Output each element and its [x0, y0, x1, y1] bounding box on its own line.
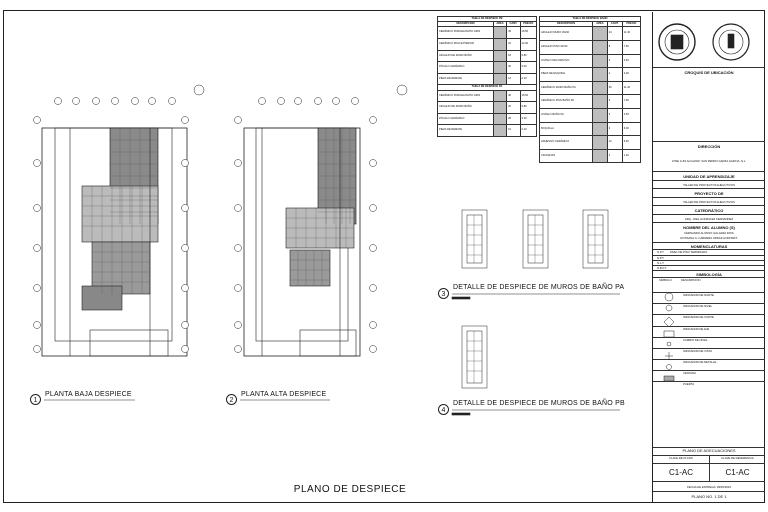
col-header: DESCRIPCIÓN [538, 21, 594, 28]
plan-planta-alta [243, 127, 361, 357]
plan-1-axis-bubbles [33, 84, 205, 353]
catedratico-heading: CATEDRÁTICO [653, 205, 765, 214]
simbolo-item: INDICADOR DE CORTE [653, 314, 765, 326]
view-label-detalle-pb: DETALLE DE DESPIECE DE MUROS DE BAÑO PB [453, 400, 625, 407]
col-header: CANT. [506, 21, 521, 28]
plan-1-grid [82, 128, 158, 294]
simbolo-item: INDICADOR DE NORTE [653, 292, 765, 303]
direccion-text: JOSE LUIS ALCAZAR, SAN PEDRO GARZA GARCI… [671, 159, 747, 163]
catedratico-text: ARQ. JOEL GONZALEZ FERNANDEZ [653, 214, 765, 222]
plano-numero: PLANO NO. 1 DE 1 [653, 491, 765, 501]
view-number-4: 4 [438, 404, 449, 415]
view-number-2: 2 [226, 394, 237, 405]
alumno-text: FERNANDO ALONSO GALARZA RIOS [684, 231, 734, 235]
simbologia-cols: SÍMBOLO DESCRIPCIÓN [653, 277, 765, 283]
view-label-planta-alta: PLANTA ALTA DESPIECE [241, 391, 327, 398]
plan-2-axis-bubbles [234, 84, 408, 353]
nomenclaturas-cols: N.P.T. NIVEL DE PISO TERMINADO [653, 249, 765, 255]
simbolo-item: PUERTA [653, 381, 765, 447]
plan-2-grid [286, 128, 356, 286]
university-logo [658, 23, 696, 61]
proyecto-heading: PROYECTO DE [653, 188, 765, 197]
croquis-heading: CROQUIS DE UBICACIÓN [653, 67, 765, 141]
clave-plano-heading: CLAVE DE PLANO [653, 455, 709, 463]
title-underlines [44, 293, 620, 416]
nomen-item: N.L.T. [653, 260, 765, 265]
col-header: PRECIO [519, 21, 538, 28]
fecha-entrega: FECHA DE ENTREGA: 09/05/2023 [653, 481, 765, 491]
title-block: CROQUIS DE UBICACIÓN DIRECCIÓN JOSE LUIS… [652, 12, 765, 502]
unidad-heading: UNIDAD DE APRENDIZAJE [653, 171, 765, 180]
plano-adecuaciones-heading: PLANO DE ADECUACIONES [653, 447, 765, 455]
simbolo-item: INDICADOR DE VISTA [653, 348, 765, 359]
nomen-item: N.P.T. [653, 255, 765, 260]
simbolo-item: INDICADOR DE NIVEL [653, 303, 765, 314]
simbolo-item: VENTANA [653, 370, 765, 381]
drawing-sheet [3, 10, 765, 503]
detail-3-walls [461, 209, 609, 269]
sheet-title: PLANO DE DESPIECE [293, 484, 407, 495]
plan-planta-baja [41, 127, 188, 357]
alumno-heading: NOMBRE DEL ALUMNO (S) [653, 222, 765, 231]
unidad-text: TALLER DE PROYECTOS EJECUTIVOS [653, 180, 765, 188]
clave-referencia-heading: CLAVE DE REFERENCIA [709, 455, 765, 463]
detail-4-wall [461, 325, 488, 389]
clave-plano-value: C1-AC [653, 463, 709, 481]
faculty-logo [712, 23, 750, 61]
view-label-planta-baja: PLANTA BAJA DESPIECE [45, 391, 132, 398]
clave-referencia-value: C1-AC [709, 463, 765, 481]
simbologia-heading: SIMBOLOGÍA [653, 270, 765, 277]
alumno-text-2: ROSSANA G. CARRERA ORDAZ HORNSIFT [680, 236, 738, 240]
simbolo-item: INDICADOR DE DETALLE [653, 359, 765, 370]
view-number-3: 3 [438, 288, 449, 299]
proyecto-text: TALLER DE PROYECTOS EJECUTIVOS [653, 197, 765, 205]
simbolo-item: INDICADOR DE EJE [653, 326, 765, 337]
simbolo-item: CAMBIO DE NIVEL [653, 337, 765, 348]
direccion-heading: DIRECCIÓN [653, 141, 765, 153]
view-number-1: 1 [30, 394, 41, 405]
view-label-detalle-pa: DETALLE DE DESPIECE DE MUROS DE BAÑO PA [453, 284, 625, 291]
nomenclaturas-heading: NOMENCLATURAS [653, 242, 765, 249]
col-header: PRECIO [621, 21, 642, 28]
nomen-item: N.B.P.T. [653, 265, 765, 270]
table-title-2: TABLA DE DESPIECE PA [437, 84, 537, 91]
